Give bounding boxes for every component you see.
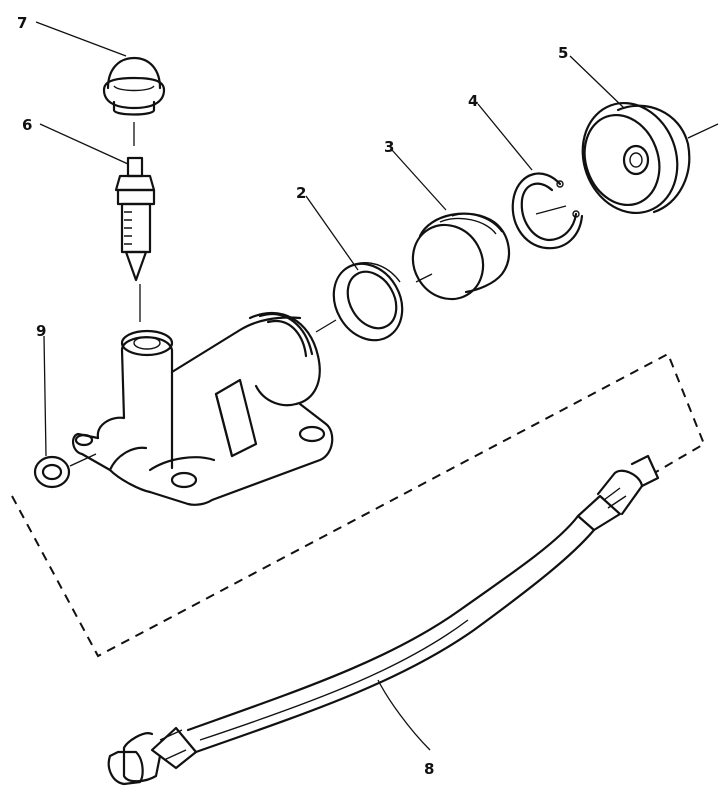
dust-cap-part xyxy=(102,56,166,116)
callout-6: 6 xyxy=(22,116,32,134)
cylinder-housing-part xyxy=(72,311,334,506)
dust-boot-part xyxy=(581,101,719,215)
callout-5: 5 xyxy=(558,44,568,62)
bleed-screw-part xyxy=(114,156,156,282)
callout-7: 7 xyxy=(17,14,27,32)
sealing-washer-part xyxy=(33,455,71,489)
flexible-hose-part xyxy=(107,454,660,786)
circlip-part xyxy=(511,172,584,250)
callout-3: 3 xyxy=(384,138,394,156)
callout-2: 2 xyxy=(296,184,306,202)
callout-8: 8 xyxy=(424,760,434,778)
seal-ring-part xyxy=(332,262,404,342)
callout-4: 4 xyxy=(468,92,478,110)
piston-part xyxy=(411,212,510,301)
callout-9: 9 xyxy=(36,322,46,340)
fluid-line-path xyxy=(11,352,706,658)
